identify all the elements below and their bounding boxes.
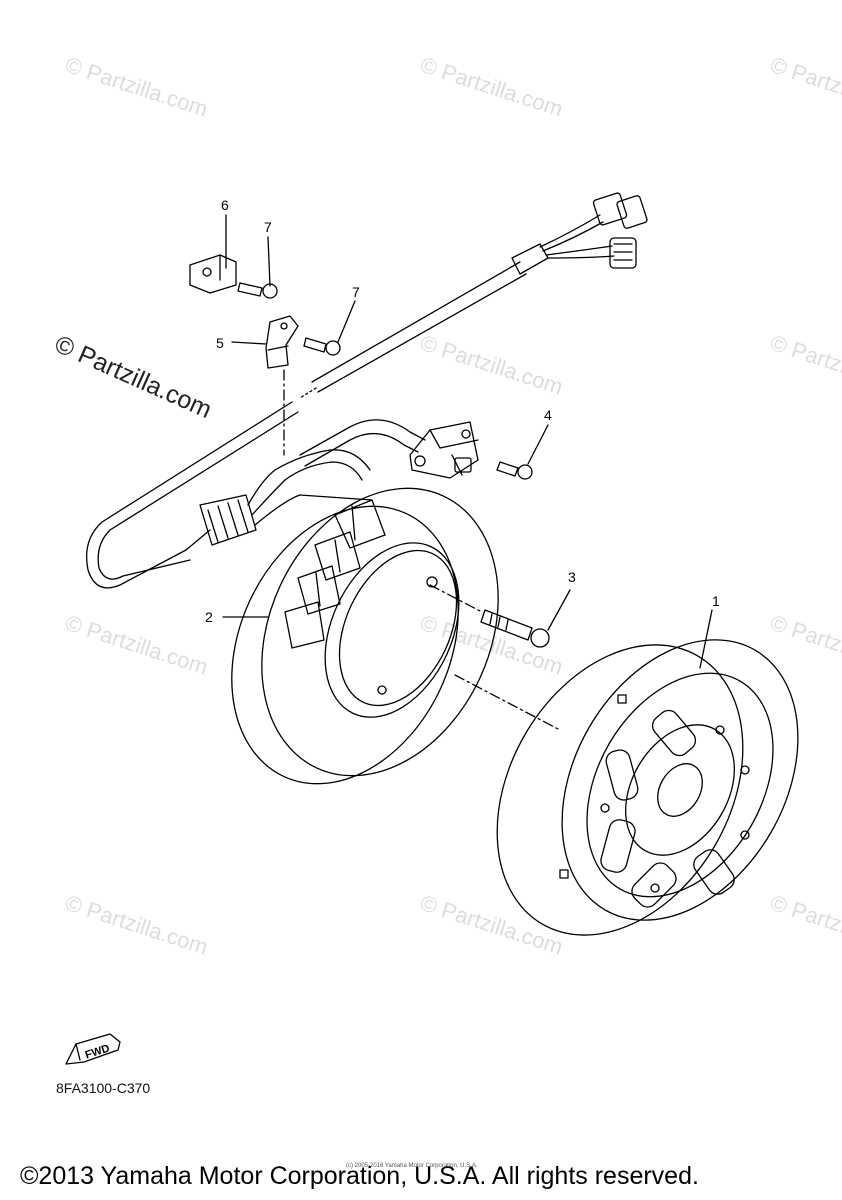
callout-number: 4 — [544, 407, 552, 423]
screw — [303, 337, 341, 356]
wire-harness — [85, 192, 648, 589]
small-copyright: (c) 2005-2016 Yamaha Motor Corporation, … — [346, 1163, 478, 1169]
screw — [237, 282, 278, 299]
callout-number: 3 — [568, 569, 576, 585]
copyright-text: ©2013 Yamaha Motor Corporation, U.S.A. A… — [20, 1162, 699, 1190]
callout-number: 5 — [216, 335, 224, 351]
diagram-code: 8FA3100-C370 — [56, 1080, 151, 1096]
callout-number: 7 — [264, 219, 272, 235]
stator — [231, 487, 499, 785]
connector-plug — [592, 192, 648, 269]
screw — [496, 461, 533, 480]
bolt — [480, 609, 550, 648]
fwd-arrow — [65, 1033, 121, 1065]
callout-number: 1 — [712, 593, 720, 609]
callout-number: 7 — [352, 284, 360, 300]
callout-number: 2 — [205, 609, 213, 625]
flywheel-rotor — [496, 639, 799, 936]
pickup-coil — [409, 421, 479, 479]
bracket — [189, 254, 237, 294]
clamp — [265, 315, 299, 369]
wire-tape-bundle — [199, 494, 257, 546]
callout-number: 6 — [221, 197, 229, 213]
